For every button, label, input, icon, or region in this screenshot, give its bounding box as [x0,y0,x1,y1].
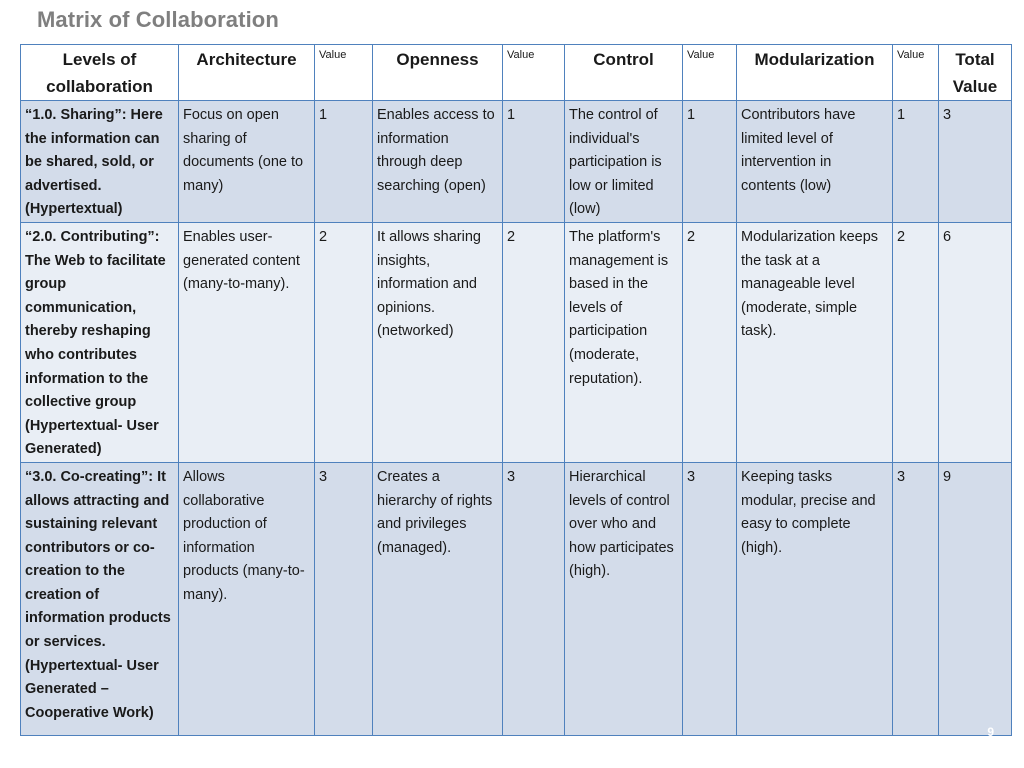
collaboration-matrix-table: Levels of collaboration Architecture Val… [20,44,1012,736]
architecture-value-cell: 3 [314,461,373,736]
modularization-value-cell: 2 [892,221,939,463]
architecture-cell: Enables user-generated content (many-to-… [178,221,315,463]
header-levels: Levels of collaboration [20,44,179,101]
table-row: “1.0. Sharing”: Here the information can… [20,100,1012,223]
slide-title: Matrix of Collaboration [37,7,279,32]
architecture-cell: Focus on open sharing of documents (one … [178,100,315,223]
control-value-cell: 1 [682,100,737,223]
control-cell: The platform's management is based in th… [564,221,683,463]
header-architecture: Architecture [178,44,315,101]
level-cell: “1.0. Sharing”: Here the information can… [20,100,179,223]
openness-value-cell: 1 [502,100,565,223]
openness-cell: Creates a hierarchy of rights and privil… [372,461,503,736]
table-row: “3.0. Co-creating”: It allows attracting… [20,461,1012,736]
header-control: Control [564,44,683,101]
modularization-cell: Modularization keeps the task at a manag… [736,221,893,463]
header-openness: Openness [372,44,503,101]
header-value: Value [682,44,737,101]
header-total-value: Total Value [938,44,1012,101]
openness-cell: Enables access to information through de… [372,100,503,223]
control-value-cell: 2 [682,221,737,463]
modularization-cell: Keeping tasks modular, precise and easy … [736,461,893,736]
modularization-value-cell: 3 [892,461,939,736]
architecture-value-cell: 1 [314,100,373,223]
architecture-value-cell: 2 [314,221,373,463]
table-row: “2.0. Contributing”: The Web to facilita… [20,221,1012,463]
modularization-cell: Contributors have limited level of inter… [736,100,893,223]
architecture-cell: Allows collaborative production of infor… [178,461,315,736]
total-value-cell: 9 [938,461,1012,736]
openness-cell: It allows sharing insights, information … [372,221,503,463]
openness-value-cell: 2 [502,221,565,463]
header-value: Value [502,44,565,101]
level-cell: “2.0. Contributing”: The Web to facilita… [20,221,179,463]
level-cell: “3.0. Co-creating”: It allows attracting… [20,461,179,736]
control-cell: The control of individual's participatio… [564,100,683,223]
total-value-cell: 3 [938,100,1012,223]
header-modularization: Modularization [736,44,893,101]
modularization-value-cell: 1 [892,100,939,223]
control-value-cell: 3 [682,461,737,736]
page-number: 9 [987,725,994,739]
control-cell: Hierarchical levels of control over who … [564,461,683,736]
header-row: Levels of collaboration Architecture Val… [20,44,1012,101]
header-value: Value [892,44,939,101]
header-value: Value [314,44,373,101]
total-value-cell: 6 [938,221,1012,463]
openness-value-cell: 3 [502,461,565,736]
